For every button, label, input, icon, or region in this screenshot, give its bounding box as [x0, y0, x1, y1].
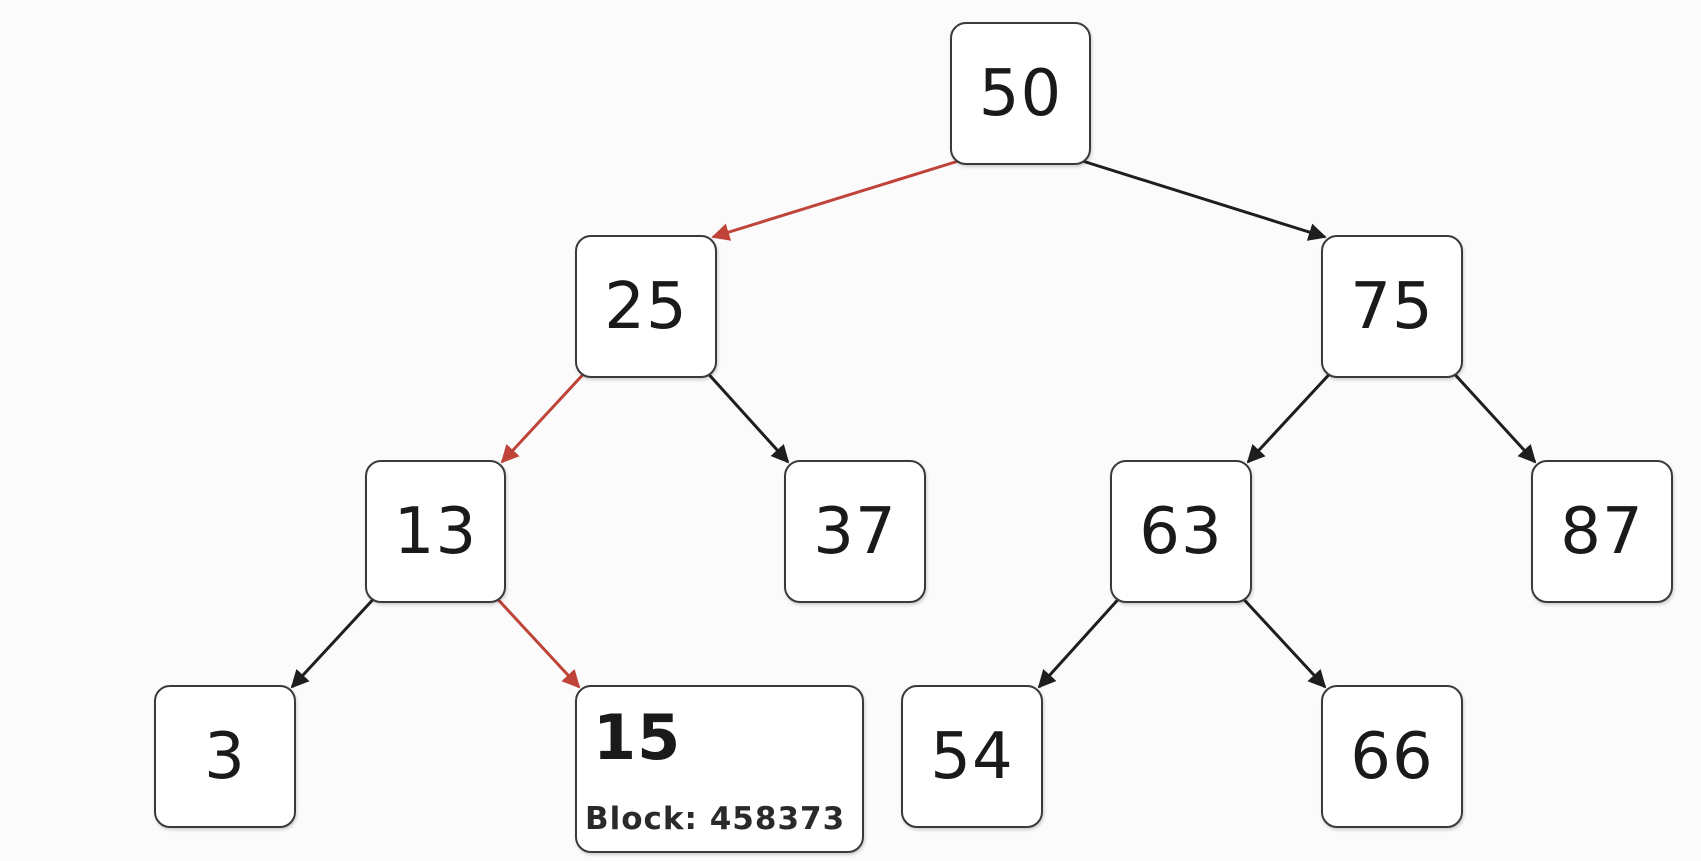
- node-value: 37: [813, 494, 897, 569]
- node-value: 3: [204, 719, 246, 794]
- edge-n63-n66: [1242, 597, 1327, 689]
- edge-n50-n25-search-path: [711, 159, 959, 241]
- node-value: 15: [593, 701, 682, 774]
- tree-node-3: 3: [154, 685, 296, 828]
- tree-node-25: 25: [575, 235, 717, 378]
- node-value: 87: [1560, 494, 1644, 569]
- edge-n75-n87: [1453, 372, 1537, 464]
- edge-n13-n3: [290, 597, 375, 689]
- node-value: 13: [393, 494, 478, 569]
- node-value: 63: [1139, 494, 1223, 569]
- node-value: 66: [1350, 719, 1434, 794]
- edge-n50-n75: [1082, 159, 1327, 241]
- node-value: 54: [930, 719, 1014, 794]
- tree-node-54: 54: [901, 685, 1043, 828]
- node-block-label: Block: 458373: [585, 801, 846, 837]
- edge-n25-n13-search-path: [500, 372, 585, 464]
- tree-node-15-found: 15 Block: 458373: [575, 685, 864, 853]
- node-value: 50: [978, 56, 1063, 131]
- tree-node-13: 13: [365, 460, 506, 603]
- edge-n75-n63: [1246, 372, 1331, 464]
- node-value: 25: [604, 269, 688, 344]
- edge-n13-n15-search-path: [496, 597, 581, 689]
- edge-n25-n37: [707, 372, 790, 464]
- tree-node-87: 87: [1531, 460, 1673, 603]
- tree-node-50: 50: [950, 22, 1091, 165]
- tree-node-63: 63: [1110, 460, 1252, 603]
- tree-node-75: 75: [1321, 235, 1463, 378]
- edge-n63-n54: [1037, 597, 1120, 689]
- tree-node-37: 37: [784, 460, 926, 603]
- node-value: 75: [1350, 269, 1434, 344]
- tree-node-66: 66: [1321, 685, 1463, 828]
